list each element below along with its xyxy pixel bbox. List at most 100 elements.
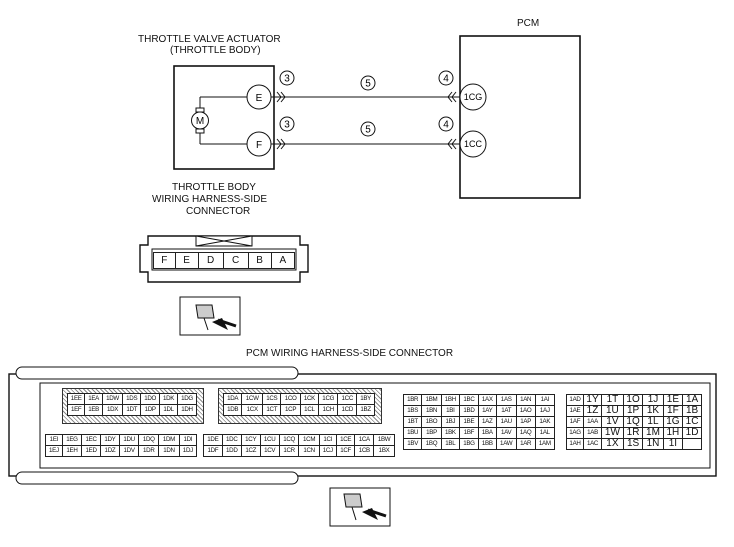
pin-cell: 1BA [477, 427, 497, 439]
pin-cell: 1DO [140, 393, 161, 405]
callout-4-top-label: 4 [443, 74, 449, 85]
tb-connector-latch [195, 235, 253, 247]
pin-cell: 1DN [158, 445, 180, 457]
pin-cell: 1DW [101, 393, 124, 405]
pin-cell: 1BP [421, 427, 442, 439]
pin-cell: 1EB [84, 404, 103, 416]
callout-4-bottom [438, 116, 454, 132]
pin-cell: 1K [642, 405, 664, 417]
pin-cell: 1AP [515, 416, 536, 428]
pin-cell: 1CW [241, 393, 264, 405]
pin-cell: 1AU [495, 416, 517, 428]
callout-5-bottom [360, 121, 376, 137]
pin-cell: 1BQ [421, 438, 442, 450]
pin-cell: 1CF [335, 445, 356, 457]
pin-cell: 1AR [515, 438, 536, 450]
throttle-body-box [173, 65, 275, 170]
pin-cell: 1BC [459, 394, 479, 406]
pin-cell: 1V [601, 416, 624, 428]
terminal-e-label: E [256, 93, 263, 104]
pin-cell: 1CQ [278, 434, 300, 446]
pin-cell: 1CJ [318, 445, 337, 457]
pin-cell: 1DJ [178, 445, 198, 457]
pin-cell: 1BD [459, 405, 479, 417]
pin-cell: 1EE [66, 393, 86, 405]
pcm-connector-title: PCM WIRING HARNESS-SIDE CONNECTOR [246, 348, 454, 359]
pin-cell: 1DB [222, 404, 243, 416]
pin-cell: 1BS [402, 405, 423, 417]
pin-cell: 1P [622, 405, 644, 417]
pin-cell: 1BW [373, 434, 395, 446]
pin-cell: 1CE [335, 434, 356, 446]
pin-cell: 1CM [298, 434, 320, 446]
pcm-connector-inner [39, 382, 711, 469]
pin-cell: 1CU [259, 434, 280, 446]
pin-cell: 1CI [318, 434, 337, 446]
pin-cell: 1AA [582, 416, 603, 428]
pin-cell: 1CH [318, 404, 339, 416]
pcm-pin-1cg-label: 1CG [464, 92, 483, 102]
pin-cell: 1Z [582, 405, 603, 417]
pin-cell: 1DT [122, 404, 142, 416]
pin-cell: 1AT [495, 405, 517, 417]
pin-cell: 1W [601, 427, 624, 439]
pin-cell: 1AJ [534, 405, 556, 417]
pin-cell: 1EG [61, 434, 83, 446]
pin-cell: 1DX [101, 404, 124, 416]
callout-3-top-label: 3 [284, 74, 290, 85]
pin-cell: 1A [682, 394, 702, 406]
terminal-f-label: F [256, 140, 262, 151]
pin-cell: 1BL [440, 438, 461, 450]
motor-brush-bottom [195, 128, 205, 134]
tb-connector-title-1: THROTTLE BODY [172, 182, 256, 193]
tb-pin-b: B [247, 252, 272, 269]
connector-chevron-left-bottom [276, 138, 286, 150]
pin-cell: 1L [642, 416, 664, 428]
pin-cell: 1AB [582, 427, 603, 439]
pin-cell: 1DH [177, 404, 197, 416]
pin-cell: 1CV [259, 445, 280, 457]
pin-cell: 1CO [280, 393, 301, 405]
motor-label: M [196, 116, 204, 127]
pin-cell: 1BU [402, 427, 423, 439]
pin-cell: 1CT [262, 404, 282, 416]
pin-cell: 1DP [140, 404, 161, 416]
pin-cell: 1AF [566, 416, 584, 428]
pin-cell: 1BZ [356, 404, 375, 416]
pin-cell: 1AX [477, 394, 497, 406]
callout-5-bottom-label: 5 [365, 125, 371, 136]
pin-cell: 1C [682, 416, 702, 428]
pin-cell: 1AG [566, 427, 584, 439]
pin-cell: 1G [662, 416, 684, 428]
connector-chevron-right-bottom [447, 138, 457, 150]
pcm-pin-1cc-label: 1CC [464, 139, 483, 149]
callout-3-bottom [279, 116, 295, 132]
pin-cell: 1N [642, 438, 664, 450]
pin-cell: 1DG [177, 393, 197, 405]
pin-cell: 1DK [159, 393, 178, 405]
pin-cell: 1CL [299, 404, 320, 416]
pin-cell: 1DS [122, 393, 142, 405]
pin-cell: 1AE [566, 405, 584, 417]
motor-icon [191, 111, 209, 130]
pin-cell: 1E [662, 394, 684, 406]
callout-5-top-label: 5 [365, 79, 371, 90]
pin-cell: 1AN [515, 394, 536, 406]
tb-connector-title-3: CONNECTOR [186, 206, 251, 217]
pin-cell: 1DI [178, 434, 198, 446]
pin-cell: 1H [662, 427, 684, 439]
pin-cell: 1M [642, 427, 664, 439]
pin-cell: 1AO [515, 405, 536, 417]
pin-cell: 1AZ [477, 416, 497, 428]
pin-cell: 1BO [421, 416, 442, 428]
pin-cell: 1DD [221, 445, 242, 457]
pin-cell: 1DY [100, 434, 120, 446]
pin-cell [682, 438, 702, 450]
tb-pin-f: F [153, 252, 176, 269]
pin-cell: 1AH [566, 438, 584, 450]
tb-pin-e: E [174, 252, 199, 269]
pin-cell: 1AV [495, 427, 517, 439]
pcm-pin-1cc [459, 130, 487, 158]
callout-4-bottom-label: 4 [443, 120, 449, 131]
